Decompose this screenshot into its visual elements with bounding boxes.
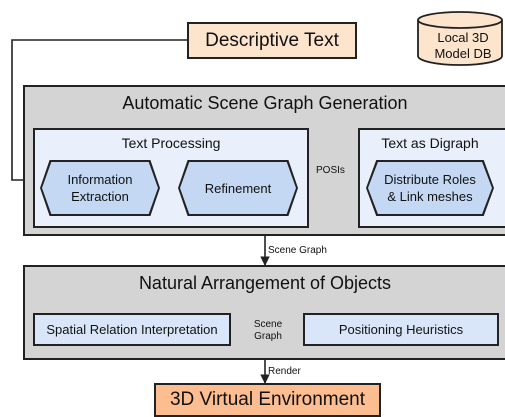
natural-arrangement-title: Natural Arrangement of Objects: [138, 273, 392, 293]
database-label: Local 3D Model DB: [418, 30, 505, 62]
text-as-digraph-title: Text as Digraph: [381, 135, 479, 151]
refinement-label: Refinement: [204, 180, 272, 196]
descriptive-text-label: Descriptive Text: [205, 29, 339, 51]
scene-graph-generation-title: Automatic Scene Graph Generation: [122, 93, 408, 113]
positioning-heuristics-node: Positioning Heuristics: [303, 313, 499, 346]
spatial-relation-label: Spatial Relation Interpretation: [46, 322, 218, 337]
scene-graph-mid-line1: Scene: [253, 319, 283, 330]
database-icon: [417, 11, 503, 66]
descriptive-text-box: Descriptive Text: [187, 22, 357, 59]
information-extraction-node: Information Extraction: [40, 160, 160, 216]
information-extraction-line1: Information: [67, 172, 133, 187]
virtual-environment-box: 3D Virtual Environment: [154, 383, 381, 417]
text-processing-title: Text Processing: [121, 135, 221, 151]
positioning-heuristics-label: Positioning Heuristics: [338, 322, 464, 337]
posis-edge-label: POSIs: [316, 165, 345, 176]
scene-graph-edge-label: Scene Graph: [268, 245, 327, 256]
database-label-line2: Model DB: [434, 46, 492, 61]
scene-graph-mid-edge-label: Scene Graph: [246, 319, 290, 343]
virtual-environment-label: 3D Virtual Environment: [169, 389, 366, 410]
distribute-roles-line1: Distribute Roles: [384, 172, 476, 187]
information-extraction-line2: Extraction: [71, 189, 129, 204]
render-edge-label: Render: [268, 366, 301, 377]
distribute-roles-node: Distribute Roles & Link meshes: [366, 160, 494, 216]
distribute-roles-line2: & Link meshes: [387, 189, 473, 204]
refinement-node: Refinement: [178, 160, 298, 216]
spatial-relation-node: Spatial Relation Interpretation: [33, 313, 231, 346]
scene-graph-mid-line2: Graph: [254, 331, 282, 342]
database-label-line1: Local 3D: [437, 30, 489, 45]
